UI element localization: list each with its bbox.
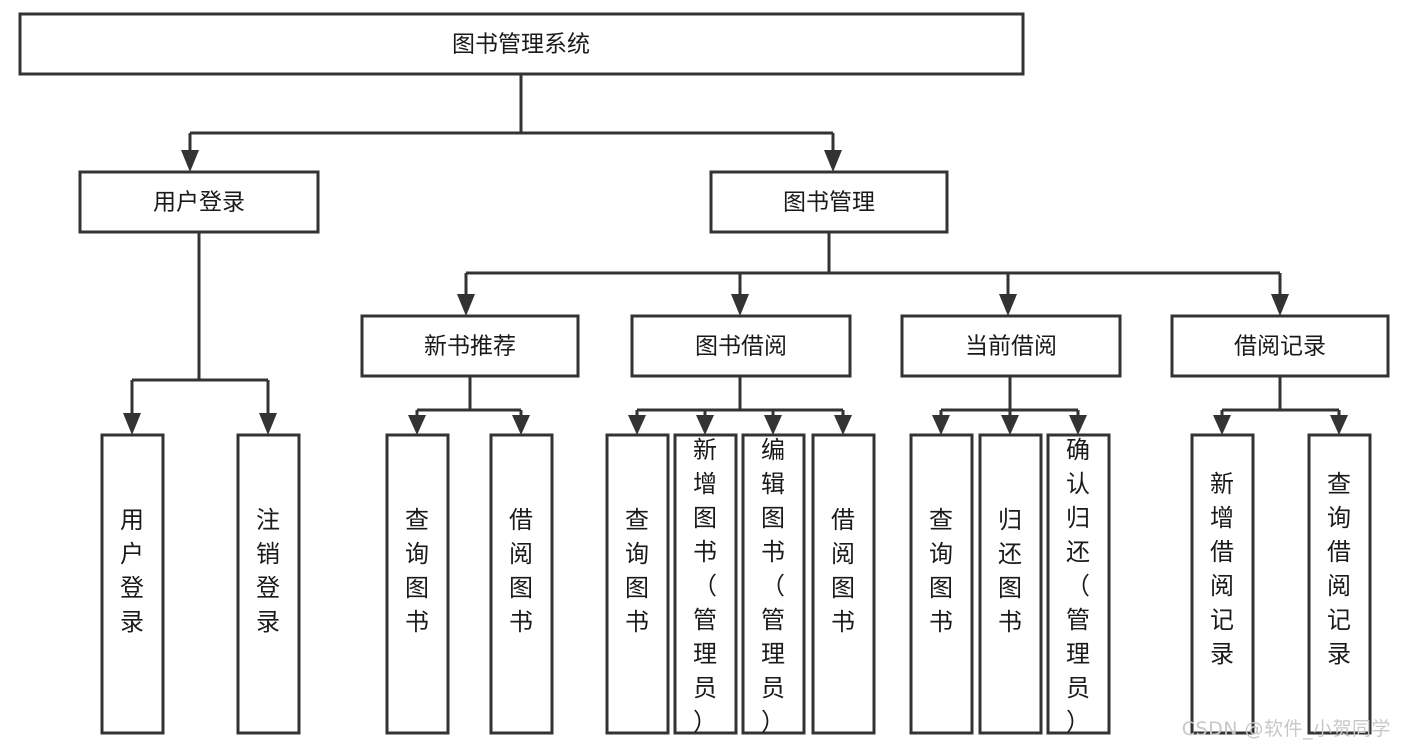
leaf-user-login-logout[interactable]: 注销登录 [236, 433, 301, 735]
leaf-label-vertical: 查询图书 [625, 506, 649, 636]
connector-borrowrecord-to-leaves [1213, 376, 1348, 435]
leaf-label-vertical: 编辑图书（管理员） [761, 436, 785, 736]
leaf-label-vertical: 用户登录 [120, 506, 144, 636]
connector-root-to-level2 [181, 74, 842, 172]
leaf-new-book-borrow[interactable]: 借阅图书 [489, 433, 554, 735]
node-book-management[interactable]: 图书管理 [709, 170, 949, 234]
node-user-login-label: 用户登录 [153, 190, 245, 216]
leaf-new-book-query[interactable]: 查询图书 [385, 433, 450, 735]
leaf-label-vertical: 新增图书（管理员） [693, 436, 717, 736]
leaf-current-borrow-query[interactable]: 查询图书 [909, 433, 974, 735]
leaf-label-vertical: 查询借阅记录 [1327, 470, 1351, 668]
connector-newbook-to-leaves [408, 376, 530, 435]
leaf-label-vertical: 借阅图书 [509, 506, 533, 636]
node-book-borrow-label: 图书借阅 [695, 334, 787, 360]
leaf-label-vertical: 确认归还（管理员） [1066, 436, 1090, 736]
connector-bookborrow-to-leaves [628, 376, 852, 435]
leaf-book-borrow-edit[interactable]: 编辑图书（管理员） [741, 433, 806, 736]
connector-currentborrow-to-leaves [932, 376, 1087, 435]
node-root-label: 图书管理系统 [452, 32, 590, 58]
node-current-borrow-label: 当前借阅 [965, 334, 1057, 360]
leaf-book-borrow-query[interactable]: 查询图书 [605, 433, 670, 735]
leaf-current-borrow-return[interactable]: 归还图书 [978, 433, 1043, 735]
node-current-borrow[interactable]: 当前借阅 [900, 314, 1122, 378]
leaf-book-borrow-add[interactable]: 新增图书（管理员） [673, 433, 738, 736]
connector-userlogin-to-leaves [123, 232, 277, 435]
node-borrow-record[interactable]: 借阅记录 [1170, 314, 1390, 378]
leaf-label-vertical: 查询图书 [405, 506, 429, 636]
node-borrow-record-label: 借阅记录 [1234, 334, 1326, 360]
leaf-label-vertical: 查询图书 [929, 506, 953, 636]
leaf-book-borrow-borrow[interactable]: 借阅图书 [811, 433, 876, 735]
node-new-book-recommend[interactable]: 新书推荐 [360, 314, 580, 378]
leaf-label-vertical: 新增借阅记录 [1210, 470, 1234, 668]
node-user-login[interactable]: 用户登录 [78, 170, 320, 234]
leaf-label-vertical: 借阅图书 [831, 506, 855, 636]
connector-bookmgmt-to-level3 [457, 232, 1289, 316]
node-root[interactable]: 图书管理系统 [18, 12, 1025, 76]
leaf-label-vertical: 归还图书 [998, 506, 1022, 636]
leaf-current-borrow-confirm[interactable]: 确认归还（管理员） [1046, 433, 1111, 736]
node-book-management-label: 图书管理 [783, 190, 875, 216]
leaf-borrow-record-add[interactable]: 新增借阅记录 [1190, 433, 1255, 735]
leaf-user-login-login[interactable]: 用户登录 [100, 433, 165, 735]
leaf-borrow-record-query[interactable]: 查询借阅记录 [1307, 433, 1372, 735]
leaf-label-vertical: 注销登录 [256, 506, 280, 636]
node-new-book-recommend-label: 新书推荐 [424, 334, 516, 360]
node-book-borrow[interactable]: 图书借阅 [630, 314, 852, 378]
